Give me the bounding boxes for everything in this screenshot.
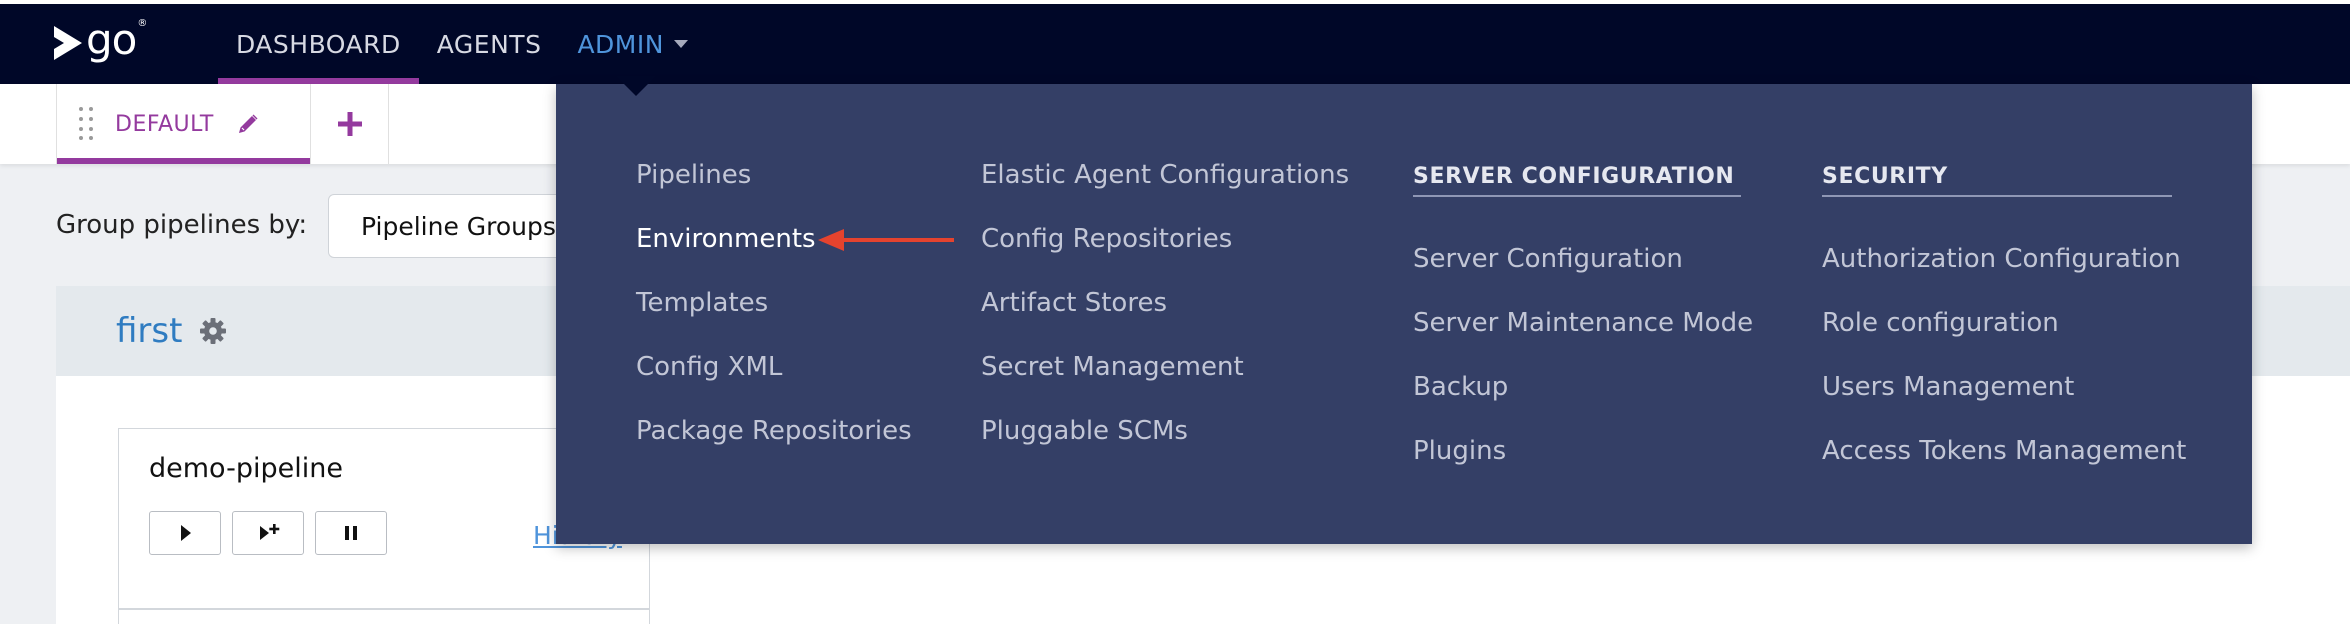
menu-item-secret-management[interactable]: Secret Management (981, 352, 1244, 382)
pencil-icon[interactable] (236, 112, 260, 136)
nav-dashboard-label: DASHBOARD (236, 29, 401, 59)
menu-item-plugins[interactable]: Plugins (1413, 436, 1507, 466)
menu-item-pipelines[interactable]: Pipelines (636, 160, 752, 190)
menu-item-package-repositories[interactable]: Package Repositories (636, 416, 912, 446)
menu-item-pluggable-scms[interactable]: Pluggable SCMs (981, 416, 1188, 446)
play-icon (181, 525, 191, 541)
dropdown-pointer (616, 76, 656, 96)
tab-default[interactable]: DEFAULT (56, 84, 311, 164)
trigger-button[interactable] (149, 511, 221, 555)
chevron-down-icon (673, 40, 688, 48)
groupby-selected-value: Pipeline Groups (361, 211, 556, 241)
menu-item-elastic-agent-configurations[interactable]: Elastic Agent Configurations (981, 160, 1350, 190)
top-navbar: go ® DASHBOARD AGENTS ADMIN (0, 0, 2350, 84)
menu-item-users-management[interactable]: Users Management (1822, 372, 2075, 402)
drag-handle-icon[interactable] (79, 107, 93, 141)
pipeline-name: demo-pipeline (149, 453, 343, 484)
plus-icon (337, 112, 362, 136)
pipeline-card: demo-pipeline History (118, 428, 650, 624)
nav-agents-label: AGENTS (436, 29, 542, 59)
gear-icon[interactable] (198, 316, 228, 346)
nav-admin-label: ADMIN (577, 29, 664, 59)
menu-item-authorization-configuration[interactable]: Authorization Configuration (1822, 244, 2181, 274)
play-plus-icon (260, 524, 280, 540)
menu-item-config-xml[interactable]: Config XML (636, 352, 783, 382)
pipeline-group-title[interactable]: first (116, 311, 183, 351)
menu-item-backup[interactable]: Backup (1413, 372, 1509, 402)
security-heading: SECURITY (1822, 164, 2172, 197)
add-tab-button[interactable] (311, 84, 389, 164)
card-divider (119, 608, 649, 610)
pause-button[interactable] (315, 511, 387, 555)
menu-item-server-maintenance-mode[interactable]: Server Maintenance Mode (1413, 308, 1754, 338)
server-configuration-heading: SERVER CONFIGURATION (1413, 164, 1741, 197)
menu-item-artifact-stores[interactable]: Artifact Stores (981, 288, 1167, 318)
menu-item-config-repositories[interactable]: Config Repositories (981, 224, 1233, 254)
main-nav: DASHBOARD AGENTS ADMIN (218, 4, 706, 84)
nav-agents[interactable]: AGENTS (419, 4, 560, 84)
go-logo-icon (54, 26, 82, 60)
menu-item-access-tokens-management[interactable]: Access Tokens Management (1822, 436, 2187, 466)
groupby-label: Group pipelines by: (56, 210, 308, 240)
menu-item-templates[interactable]: Templates (636, 288, 769, 318)
tab-default-label: DEFAULT (115, 111, 214, 137)
nav-dashboard[interactable]: DASHBOARD (218, 4, 419, 84)
logo-registered-mark: ® (137, 17, 148, 29)
groupby-select[interactable]: Pipeline Groups (328, 194, 588, 258)
admin-dropdown-menu: Pipelines Environments Templates Config … (556, 84, 2252, 544)
logo-text: go (86, 15, 137, 64)
menu-item-server-configuration[interactable]: Server Configuration (1413, 244, 1683, 274)
annotation-arrow-icon (818, 229, 954, 251)
nav-admin[interactable]: ADMIN (559, 4, 706, 84)
trigger-with-options-button[interactable] (232, 511, 304, 555)
go-logo[interactable]: go ® (52, 18, 147, 68)
pause-icon (345, 526, 357, 540)
menu-item-role-configuration[interactable]: Role configuration (1822, 308, 2059, 338)
menu-item-environments[interactable]: Environments (636, 224, 816, 254)
